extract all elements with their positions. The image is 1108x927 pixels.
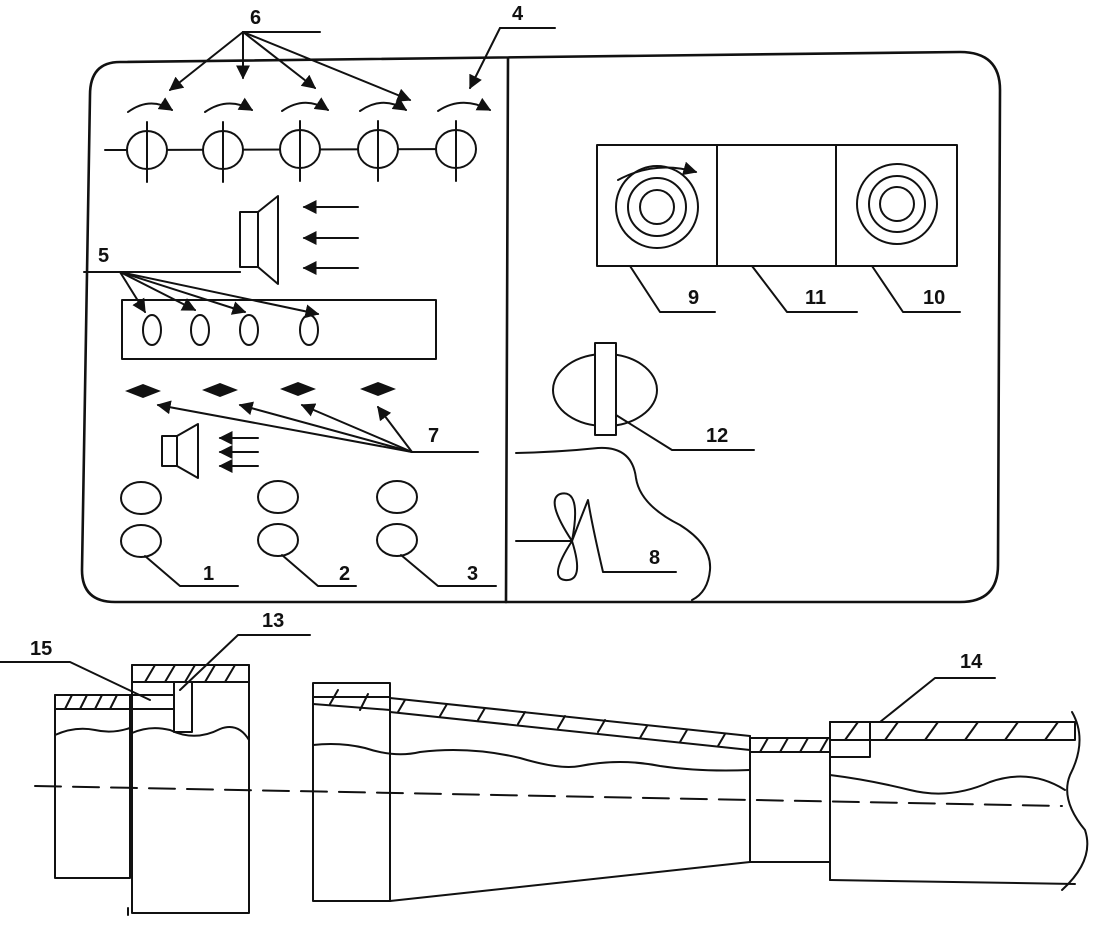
nozzle-box [121,299,437,360]
callout-13-leader [179,634,311,691]
speaker-lower [161,423,259,479]
callout-label-10: 10 [923,287,945,309]
disk-5 [435,97,492,182]
callout-7-leaders [156,400,479,453]
callout-label-11: 11 [805,287,826,309]
callout-label-12: 12 [706,425,728,447]
callout-6-leaders [168,31,412,102]
disk-2 [202,97,254,183]
callout-15-leader [0,661,151,701]
callout-9-11-10-leaders [629,265,961,313]
callout-label-2: 2 [339,563,350,585]
knob-pair-3 [376,480,497,587]
center-axis [34,785,1063,807]
panel-frame [80,50,1002,604]
callout-label-13: 13 [262,610,284,632]
shaft-disk-row [104,97,492,183]
propeller-8 [515,492,677,582]
knob-pair-1 [120,481,239,587]
diamond-markers [125,382,396,398]
callout-label-6: 6 [250,7,261,29]
disk-3 [279,97,330,182]
callout-label-8: 8 [649,547,660,569]
disk-4 [357,97,408,182]
reel-unit [596,144,958,267]
callout-label-3: 3 [467,563,478,585]
callout-label-1: 1 [203,563,214,585]
disk-1 [126,97,174,183]
callout-label-9: 9 [688,287,699,309]
knob-pair-2 [257,480,357,587]
callout-label-14: 14 [960,651,983,673]
speaker-upper [239,195,359,285]
callout-label-15: 15 [30,638,52,660]
panel-divider [504,56,510,604]
callout-5-leaders [96,271,320,319]
boundary-curve [515,446,712,601]
callout-label-4: 4 [512,3,524,25]
callout-label-7: 7 [428,425,439,447]
callout-4-leader [469,27,556,90]
cross-section [34,664,1089,916]
callout-label-5: 5 [98,245,109,267]
callout-14-leader [879,677,996,723]
valve-12 [552,342,755,451]
